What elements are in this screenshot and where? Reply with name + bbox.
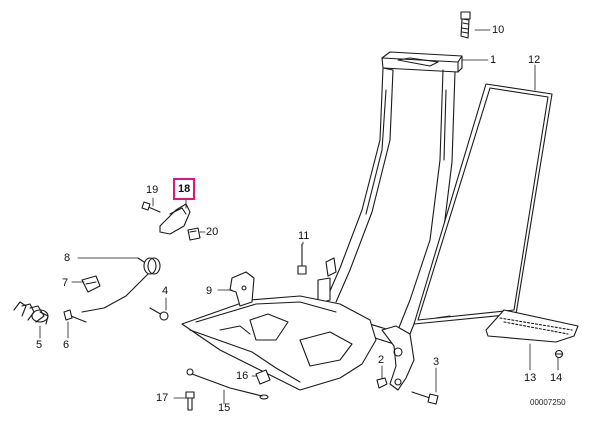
callout-13[interactable]: 13 [524,372,537,384]
part-3-bolt[interactable] [411,391,439,405]
part-15-cable[interactable] [186,368,269,400]
callout-19[interactable]: 19 [146,184,159,196]
callout-12[interactable]: 12 [528,54,541,66]
part-17-plug[interactable] [185,391,195,411]
callout-1[interactable]: 1 [490,54,497,66]
callout-2[interactable]: 2 [378,354,385,366]
part-5-spring[interactable] [13,301,49,325]
callout-3[interactable]: 3 [433,356,440,368]
callout-7[interactable]: 7 [62,277,69,289]
part-16-clip[interactable] [255,369,271,385]
callout-11[interactable]: 11 [298,230,310,242]
part-11-bolt[interactable] [297,243,307,275]
callout-10[interactable]: 10 [492,24,505,36]
callout-8[interactable]: 8 [64,252,71,264]
diagram-id-label: 00007250 [530,398,566,407]
callout-14[interactable]: 14 [550,372,563,384]
callout-4[interactable]: 4 [162,285,169,297]
part-6-pin[interactable] [63,309,87,323]
part-2-nut[interactable] [376,377,388,389]
part-19-screw[interactable] [141,201,161,213]
seat-base-frame [181,295,377,391]
part-20-clip[interactable] [187,227,201,241]
callout-9[interactable]: 9 [206,285,213,297]
part-7-clip[interactable] [81,275,101,293]
callout-20[interactable]: 20 [206,226,219,238]
callout-15[interactable]: 15 [218,402,231,414]
part-18-cover[interactable] [159,203,191,235]
callout-16[interactable]: 16 [236,370,249,382]
callout-18[interactable]: 18 [173,178,196,200]
part-13-trim[interactable] [485,309,579,343]
callout-17[interactable]: 17 [156,392,169,404]
part-14-nut[interactable] [554,349,564,359]
part-9-bracket[interactable] [229,271,255,307]
callout-6[interactable]: 6 [63,339,70,351]
part-8-spring[interactable] [81,257,161,313]
part-4-bolt[interactable] [149,307,169,321]
callout-5[interactable]: 5 [36,339,43,351]
leader-lines [39,29,559,405]
part-10-stud[interactable] [460,11,471,39]
